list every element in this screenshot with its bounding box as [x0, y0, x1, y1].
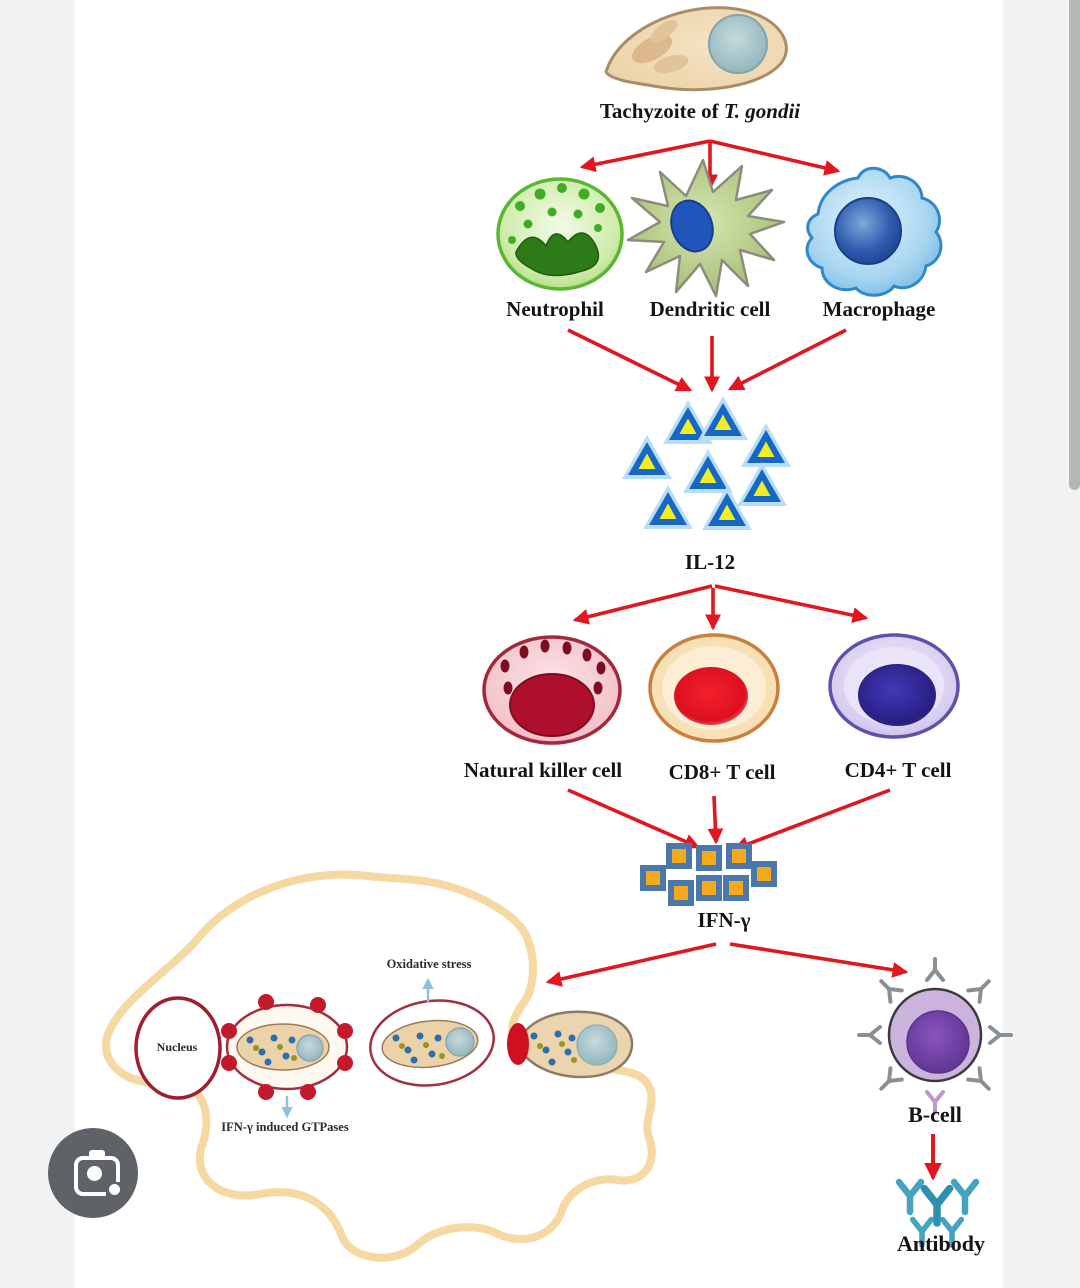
natural-killer-cell: [482, 635, 622, 745]
label-antibody: Antibody: [896, 1231, 986, 1256]
camera-lens-icon: [74, 1150, 122, 1198]
lens-search-button[interactable]: [48, 1128, 138, 1218]
il12-molecules: [622, 396, 791, 530]
infected-host-cell: [106, 875, 652, 1258]
macrophage-cell: [805, 166, 943, 297]
title-species: T. gondii: [723, 99, 801, 123]
tachyzoite-invading: [507, 1010, 634, 1079]
camera-small-dot: [109, 1184, 120, 1195]
entry-point: [507, 1023, 529, 1065]
arrows-lymphocytes-to-ifng: [567, 788, 891, 852]
vacuole-gtpase-coated: [221, 994, 353, 1119]
label-nucleus: Nucleus: [156, 1040, 198, 1054]
arrows-il12-to-lymphocytes: [572, 584, 869, 631]
camera-hump: [89, 1150, 105, 1159]
label-cd8-t-cell: CD8+ T cell: [668, 760, 776, 784]
vacuole-oxidative-stress: [369, 977, 495, 1087]
arrows-ifng-to-targets: [545, 942, 909, 987]
label-il12: IL-12: [684, 550, 736, 574]
label-oxidative-stress: Oxidative stress: [386, 957, 472, 971]
gtpase-dots: [221, 994, 353, 1100]
scrollbar-thumb[interactable]: [1069, 0, 1080, 490]
title-prefix: Tachyzoite of: [599, 99, 724, 123]
label-ifng: IFN-γ: [697, 908, 751, 932]
label-dendritic-cell: Dendritic cell: [649, 297, 771, 321]
dendritic-cell: [626, 158, 786, 298]
label-macrophage: Macrophage: [822, 297, 936, 321]
label-neutrophil: Neutrophil: [506, 297, 604, 321]
label-ifng-induced-gtpases: IFN-γ induced GTPases: [221, 1120, 349, 1134]
neutrophil-cell: [496, 177, 624, 291]
cd4-t-cell: [828, 633, 960, 739]
camera-center-dot: [87, 1166, 102, 1181]
label-b-cell: B-cell: [908, 1102, 962, 1127]
diagram-title: Tachyzoite of T. gondii: [600, 99, 800, 124]
label-cd4-t-cell: CD4+ T cell: [844, 758, 952, 782]
arrows-innate-to-il12: [567, 328, 847, 393]
tachyzoite-illustration: [604, 6, 788, 92]
cd8-t-cell: [648, 633, 780, 743]
ifng-molecules: [640, 843, 777, 906]
label-natural-killer-cell: Natural killer cell: [463, 758, 623, 782]
host-nucleus: [134, 996, 222, 1100]
b-cell: [857, 957, 1013, 1115]
